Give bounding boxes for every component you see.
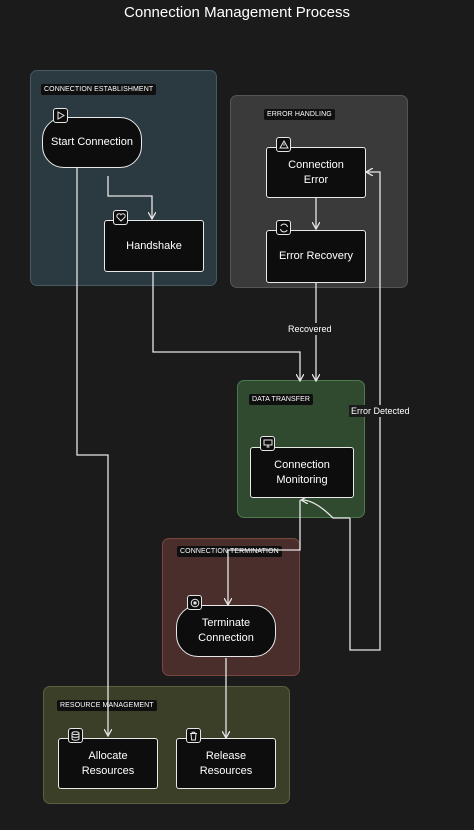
group-label-resource-management: RESOURCE MANAGEMENT [57, 700, 157, 711]
group-label-error-handling: ERROR HANDLING [264, 109, 335, 120]
monitor-icon [260, 436, 275, 451]
node-release-resources: Release Resources [176, 738, 276, 789]
edge-start-to-handshake [107, 176, 152, 218]
edge-start-to-allocate [76, 168, 108, 735]
stop-circle-icon [187, 595, 202, 610]
node-handshake: Handshake [104, 220, 204, 272]
node-error-recovery: Error Recovery [266, 230, 366, 283]
edge-label-error-detected: Error Detected [349, 405, 412, 417]
node-connection-error: Connection Error [266, 147, 366, 198]
group-label-connection-termination: CONNECTION TERMINATION [177, 546, 282, 557]
group-label-data-transfer: DATA TRANSFER [249, 394, 314, 405]
warning-icon [276, 137, 291, 152]
node-connection-monitoring: Connection Monitoring [250, 447, 354, 498]
play-icon [53, 108, 68, 123]
edge-monitoring-to-terminate [228, 500, 301, 604]
refresh-icon [276, 220, 291, 235]
node-allocate-resources: Allocate Resources [58, 738, 158, 789]
edge-loop-back-to-monitoring [302, 500, 350, 519]
group-label-connection-establishment: CONNECTION ESTABLISHMENT [41, 84, 157, 95]
node-start-connection: Start Connection [42, 117, 142, 168]
trash-icon [186, 728, 201, 743]
edge-error-detected-loop [349, 172, 381, 651]
diagram-title: Connection Management Process [124, 4, 350, 21]
edge-label-recovered: Recovered [286, 323, 334, 335]
database-icon [68, 728, 83, 743]
heart-handshake-icon [113, 210, 128, 225]
node-terminate-connection: Terminate Connection [176, 605, 276, 657]
edge-handshake-to-monitoring [152, 272, 300, 380]
